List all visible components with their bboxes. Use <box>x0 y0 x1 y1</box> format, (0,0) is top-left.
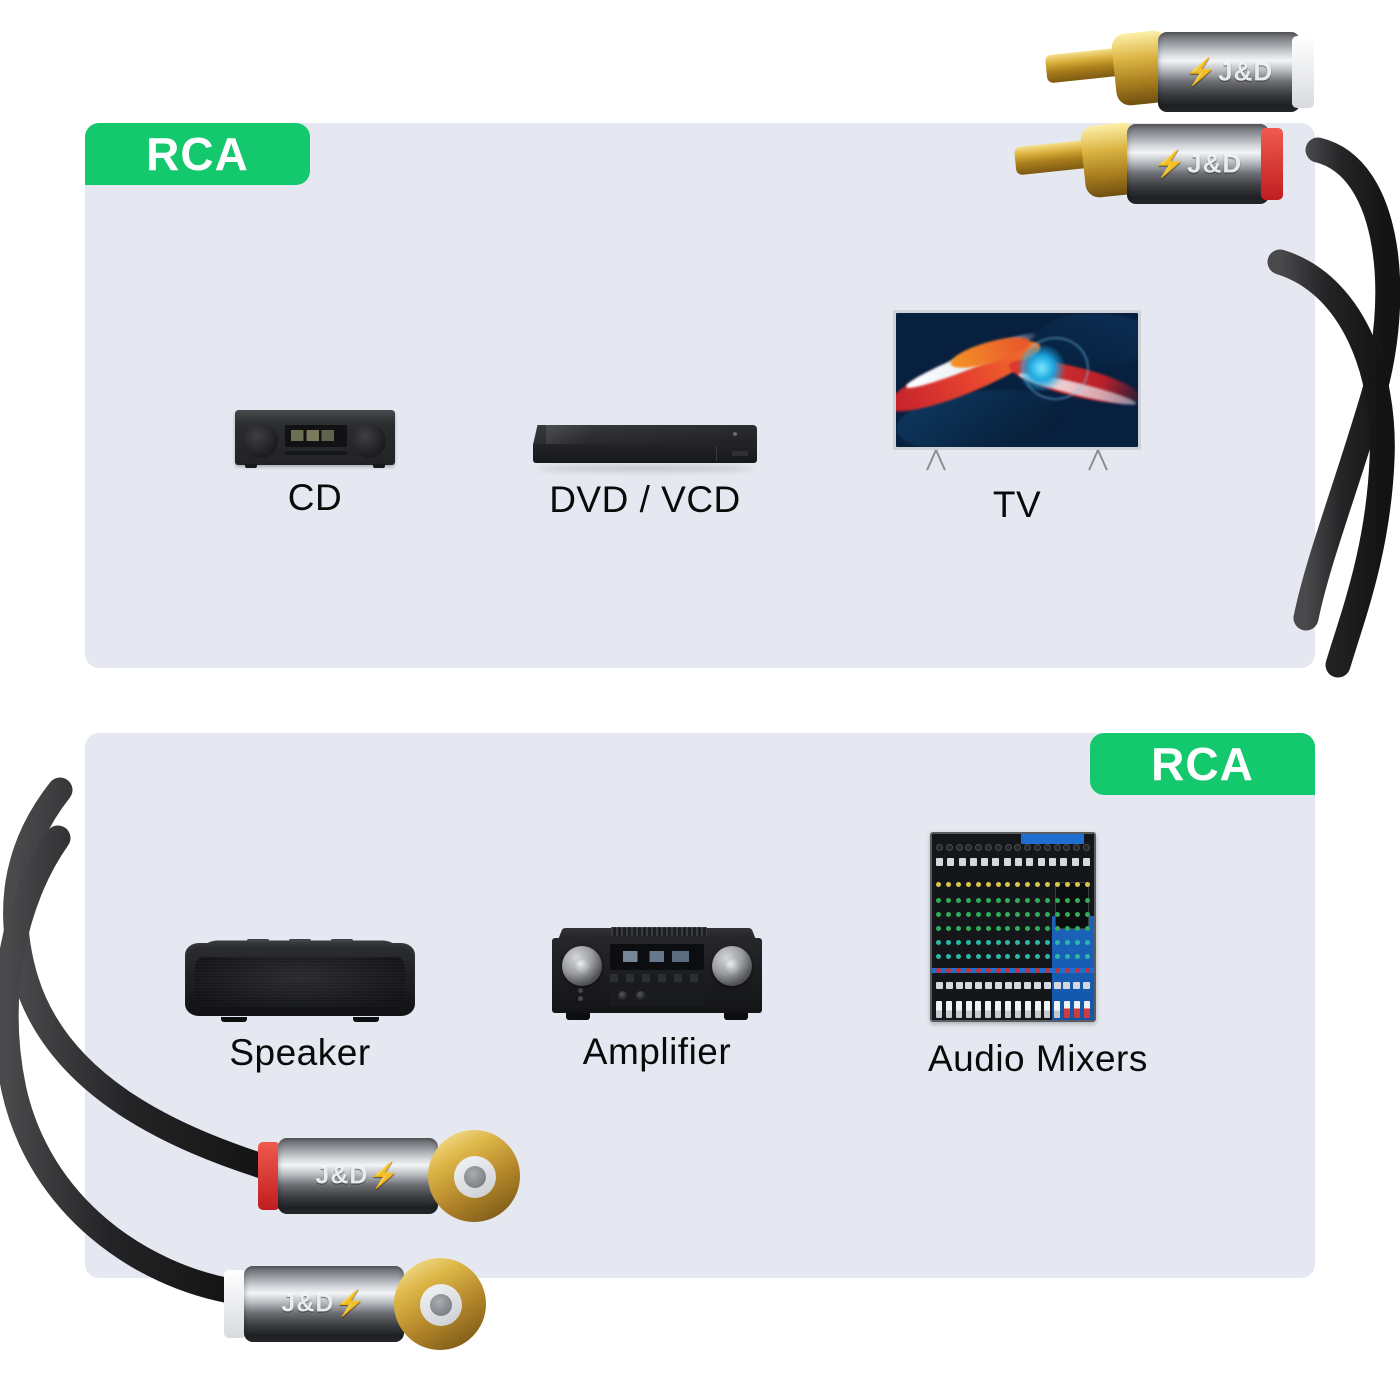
dvd-player-icon <box>533 425 757 471</box>
rca-badge-output: RCA <box>1090 733 1315 795</box>
television-icon <box>893 310 1141 471</box>
device-label-mixer: Audio Mixers <box>928 1038 1148 1079</box>
device-amplifier: Amplifier <box>552 922 762 1073</box>
device-label-amplifier: Amplifier <box>582 1031 732 1072</box>
device-speaker: Speaker <box>185 930 415 1074</box>
speaker-icon <box>185 935 415 1022</box>
device-tv: TV <box>892 310 1142 526</box>
rca-badge-source: RCA <box>85 123 310 185</box>
device-label-tv: TV <box>992 484 1042 525</box>
device-label-cd: CD <box>287 477 343 518</box>
rca-male-plug-red: ⚡J&D <box>1005 106 1305 256</box>
rca-male-plug-white: ⚡J&D <box>1030 14 1330 164</box>
device-label-dvd: DVD / VCD <box>549 479 741 520</box>
device-dvd: DVD / VCD <box>530 405 760 521</box>
audio-mixer-icon <box>930 832 1096 1022</box>
cd-player-icon <box>235 410 395 468</box>
device-mixer: Audio Mixers <box>928 832 1148 1080</box>
device-cd: CD <box>225 405 405 519</box>
device-label-speaker: Speaker <box>229 1032 371 1073</box>
rca-female-jack-white: J&D⚡ <box>214 1250 524 1390</box>
rca-female-jack-red: J&D⚡ <box>248 1122 558 1262</box>
cable-top-white <box>1293 137 1400 631</box>
amplifier-icon <box>552 924 762 1020</box>
